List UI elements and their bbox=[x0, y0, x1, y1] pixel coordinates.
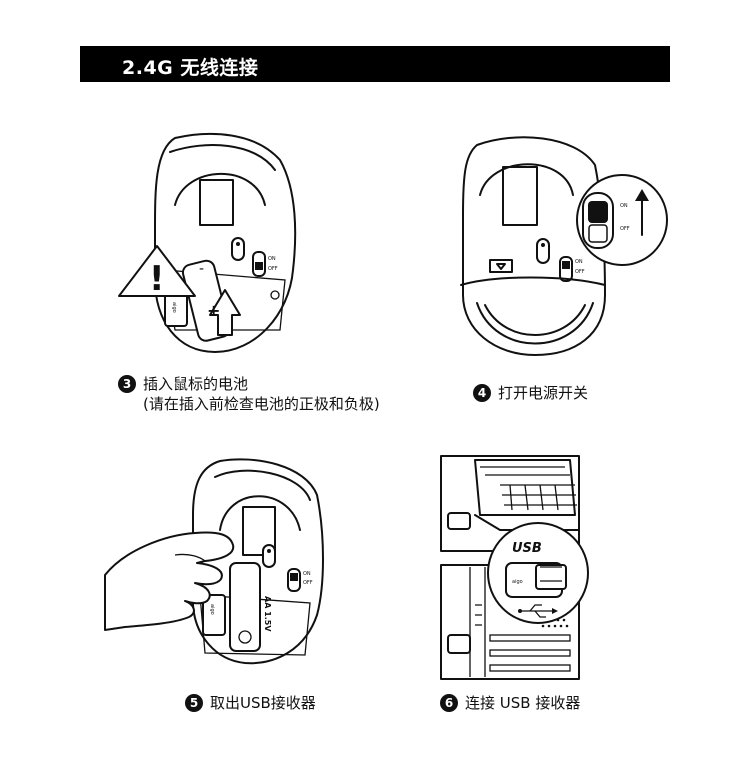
battery-minus-text: - bbox=[199, 261, 204, 277]
receiver-brand-text: aigo bbox=[209, 604, 215, 615]
illustration-connect-receiver: USB aigo bbox=[440, 455, 589, 680]
battery-label-text: AA 1.5V bbox=[263, 596, 272, 632]
step-note: (请在插入前检查电池的正极和负极) bbox=[143, 395, 380, 413]
receiver-logo-text: aigo bbox=[512, 579, 523, 585]
usb-label-text: USB bbox=[512, 541, 542, 556]
step-6: 6 连接 USB 接收器 bbox=[440, 693, 580, 713]
step-number-badge: 6 bbox=[440, 693, 458, 712]
step-4: 4 打开电源开关 bbox=[473, 383, 588, 403]
step5-switch-off-text: OFF bbox=[303, 580, 313, 586]
step-5: 5 取出USB接收器 bbox=[185, 693, 316, 713]
illustration-remove-receiver: ON OFF AA 1.5V aigo bbox=[104, 458, 324, 665]
illustration-power-switch: ON OFF ON OFF bbox=[460, 136, 668, 356]
step-number-badge: 3 bbox=[118, 374, 136, 393]
step-text: 取出USB接收器 bbox=[210, 694, 316, 712]
battery-plus-text: + bbox=[207, 301, 220, 320]
small-switch-off-text: OFF bbox=[575, 269, 585, 275]
section-header: 2.4G 无线连接 bbox=[80, 46, 670, 82]
switch-off-text: OFF bbox=[268, 266, 278, 272]
zoom-switch-off-text: OFF bbox=[620, 226, 630, 232]
step5-switch-on-text: ON bbox=[303, 571, 311, 577]
step-text: 打开电源开关 bbox=[498, 384, 589, 402]
brand-mark-text: aigo bbox=[171, 302, 177, 313]
zoom-switch-on-text: ON bbox=[620, 203, 628, 209]
warning-mark-text: ! bbox=[149, 259, 165, 299]
illustration-insert-battery: ON OFF - + aigo ! bbox=[118, 133, 297, 353]
usb-symbol-icon bbox=[518, 604, 558, 618]
section-title: 2.4G 无线连接 bbox=[122, 57, 259, 79]
step-number-badge: 4 bbox=[473, 383, 491, 402]
step-3: 3 插入鼠标的电池 (请在插入前检查电池的正极和负极) bbox=[118, 374, 380, 414]
switch-on-text: ON bbox=[268, 256, 276, 262]
step-number-badge: 5 bbox=[185, 693, 203, 712]
step-text: 连接 USB 接收器 bbox=[465, 694, 581, 712]
small-switch-on-text: ON bbox=[575, 259, 583, 265]
step-text: 插入鼠标的电池 bbox=[143, 375, 249, 393]
